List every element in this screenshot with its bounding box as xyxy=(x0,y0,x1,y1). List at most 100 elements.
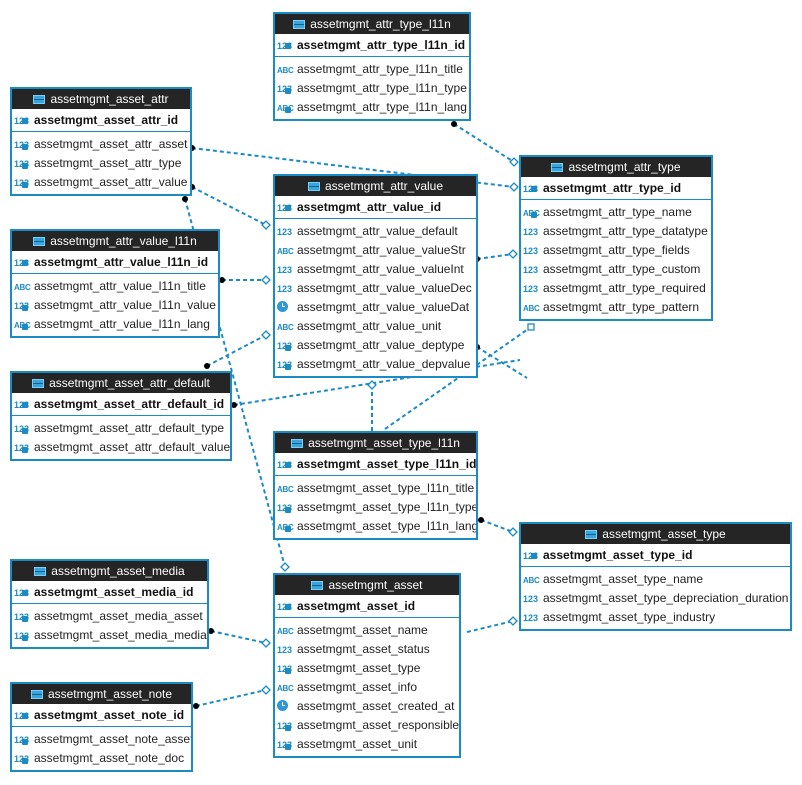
table-assetmgmt-asset-attr-default[interactable]: assetmgmt_asset_attr_default123assetmgmt… xyxy=(10,371,232,461)
table-assetmgmt-asset-type-l11n[interactable]: assetmgmt_asset_type_l11n123assetmgmt_as… xyxy=(273,431,478,540)
table-header[interactable]: assetmgmt_asset_attr xyxy=(12,89,190,109)
relationship-line xyxy=(480,519,514,533)
table-header[interactable]: assetmgmt_asset_attr_default xyxy=(12,373,230,393)
numeric-type-foreign-key-icon: 123 xyxy=(14,608,31,626)
relationship-endpoint-square xyxy=(527,323,535,331)
table-assetmgmt-asset-media[interactable]: assetmgmt_asset_media123assetmgmt_asset_… xyxy=(10,559,209,649)
table-assetmgmt-attr-type-l11n[interactable]: assetmgmt_attr_type_l11n123assetmgmt_att… xyxy=(273,12,471,121)
text-type-icon: ABC xyxy=(277,684,294,693)
column-row[interactable]: assetmgmt_asset_created_at xyxy=(275,697,459,716)
table-header[interactable]: assetmgmt_attr_value xyxy=(275,176,476,196)
table-header[interactable]: assetmgmt_asset_type xyxy=(521,524,790,544)
text-type-foreign-key-icon: ABC xyxy=(14,316,31,334)
column-label: assetmgmt_asset_attr_value xyxy=(34,175,188,189)
numeric-type-foreign-key-icon: 123 xyxy=(14,627,31,645)
relationship-endpoint-diamond xyxy=(280,562,290,572)
column-label: assetmgmt_attr_value_valueStr xyxy=(297,243,466,257)
table-assetmgmt-asset[interactable]: assetmgmt_asset123assetmgmt_asset_idABCa… xyxy=(273,573,461,758)
table-header[interactable]: assetmgmt_attr_value_l11n xyxy=(12,231,218,251)
table-assetmgmt-attr-type[interactable]: assetmgmt_attr_type123assetmgmt_attr_typ… xyxy=(519,155,713,321)
table-assetmgmt-asset-type[interactable]: assetmgmt_asset_type123assetmgmt_asset_t… xyxy=(519,522,792,631)
numeric-type-foreign-key-icon: 123 xyxy=(277,499,294,517)
table-assetmgmt-asset-attr[interactable]: assetmgmt_asset_attr123assetmgmt_asset_a… xyxy=(10,87,192,196)
numeric-type-foreign-key-icon: 123 xyxy=(14,439,31,457)
table-assetmgmt-asset-note[interactable]: assetmgmt_asset_note123assetmgmt_asset_n… xyxy=(10,682,193,772)
table-assetmgmt-attr-value[interactable]: assetmgmt_attr_value123assetmgmt_attr_va… xyxy=(273,174,478,378)
column-label: assetmgmt_attr_type_l11n_lang xyxy=(297,100,467,114)
table-header[interactable]: assetmgmt_asset_type_l11n xyxy=(275,433,476,453)
table-header[interactable]: assetmgmt_asset_note xyxy=(12,684,191,704)
column-row[interactable]: assetmgmt_attr_value_valueDat xyxy=(275,298,476,317)
table-header[interactable]: assetmgmt_asset xyxy=(275,575,459,595)
relationship-endpoint-dot xyxy=(478,517,484,523)
table-header[interactable]: assetmgmt_attr_type xyxy=(521,157,711,177)
table-header[interactable]: assetmgmt_attr_type_l11n xyxy=(275,14,469,34)
column-label: assetmgmt_asset_type_name xyxy=(543,572,704,586)
numeric-type-icon: 123 xyxy=(277,645,293,655)
column-label: assetmgmt_asset_type_l11n_title xyxy=(297,481,475,495)
table-assetmgmt-attr-value-l11n[interactable]: assetmgmt_attr_value_l11n123assetmgmt_at… xyxy=(10,229,220,338)
column-label: assetmgmt_asset_media_id xyxy=(34,585,194,599)
numeric-type-foreign-key-icon: 123 xyxy=(277,660,294,678)
numeric-type-key-icon: 123 xyxy=(14,582,31,603)
text-type-key-icon: ABC xyxy=(523,204,540,222)
table-header[interactable]: assetmgmt_asset_media xyxy=(12,561,207,581)
column-label: assetmgmt_asset_media_asset xyxy=(34,609,203,623)
relationship-endpoint-diamond xyxy=(508,616,518,626)
relationship-endpoint-diamond xyxy=(261,330,271,340)
relationship-endpoint-diamond xyxy=(508,249,518,259)
column-label: assetmgmt_asset_unit xyxy=(297,737,418,751)
